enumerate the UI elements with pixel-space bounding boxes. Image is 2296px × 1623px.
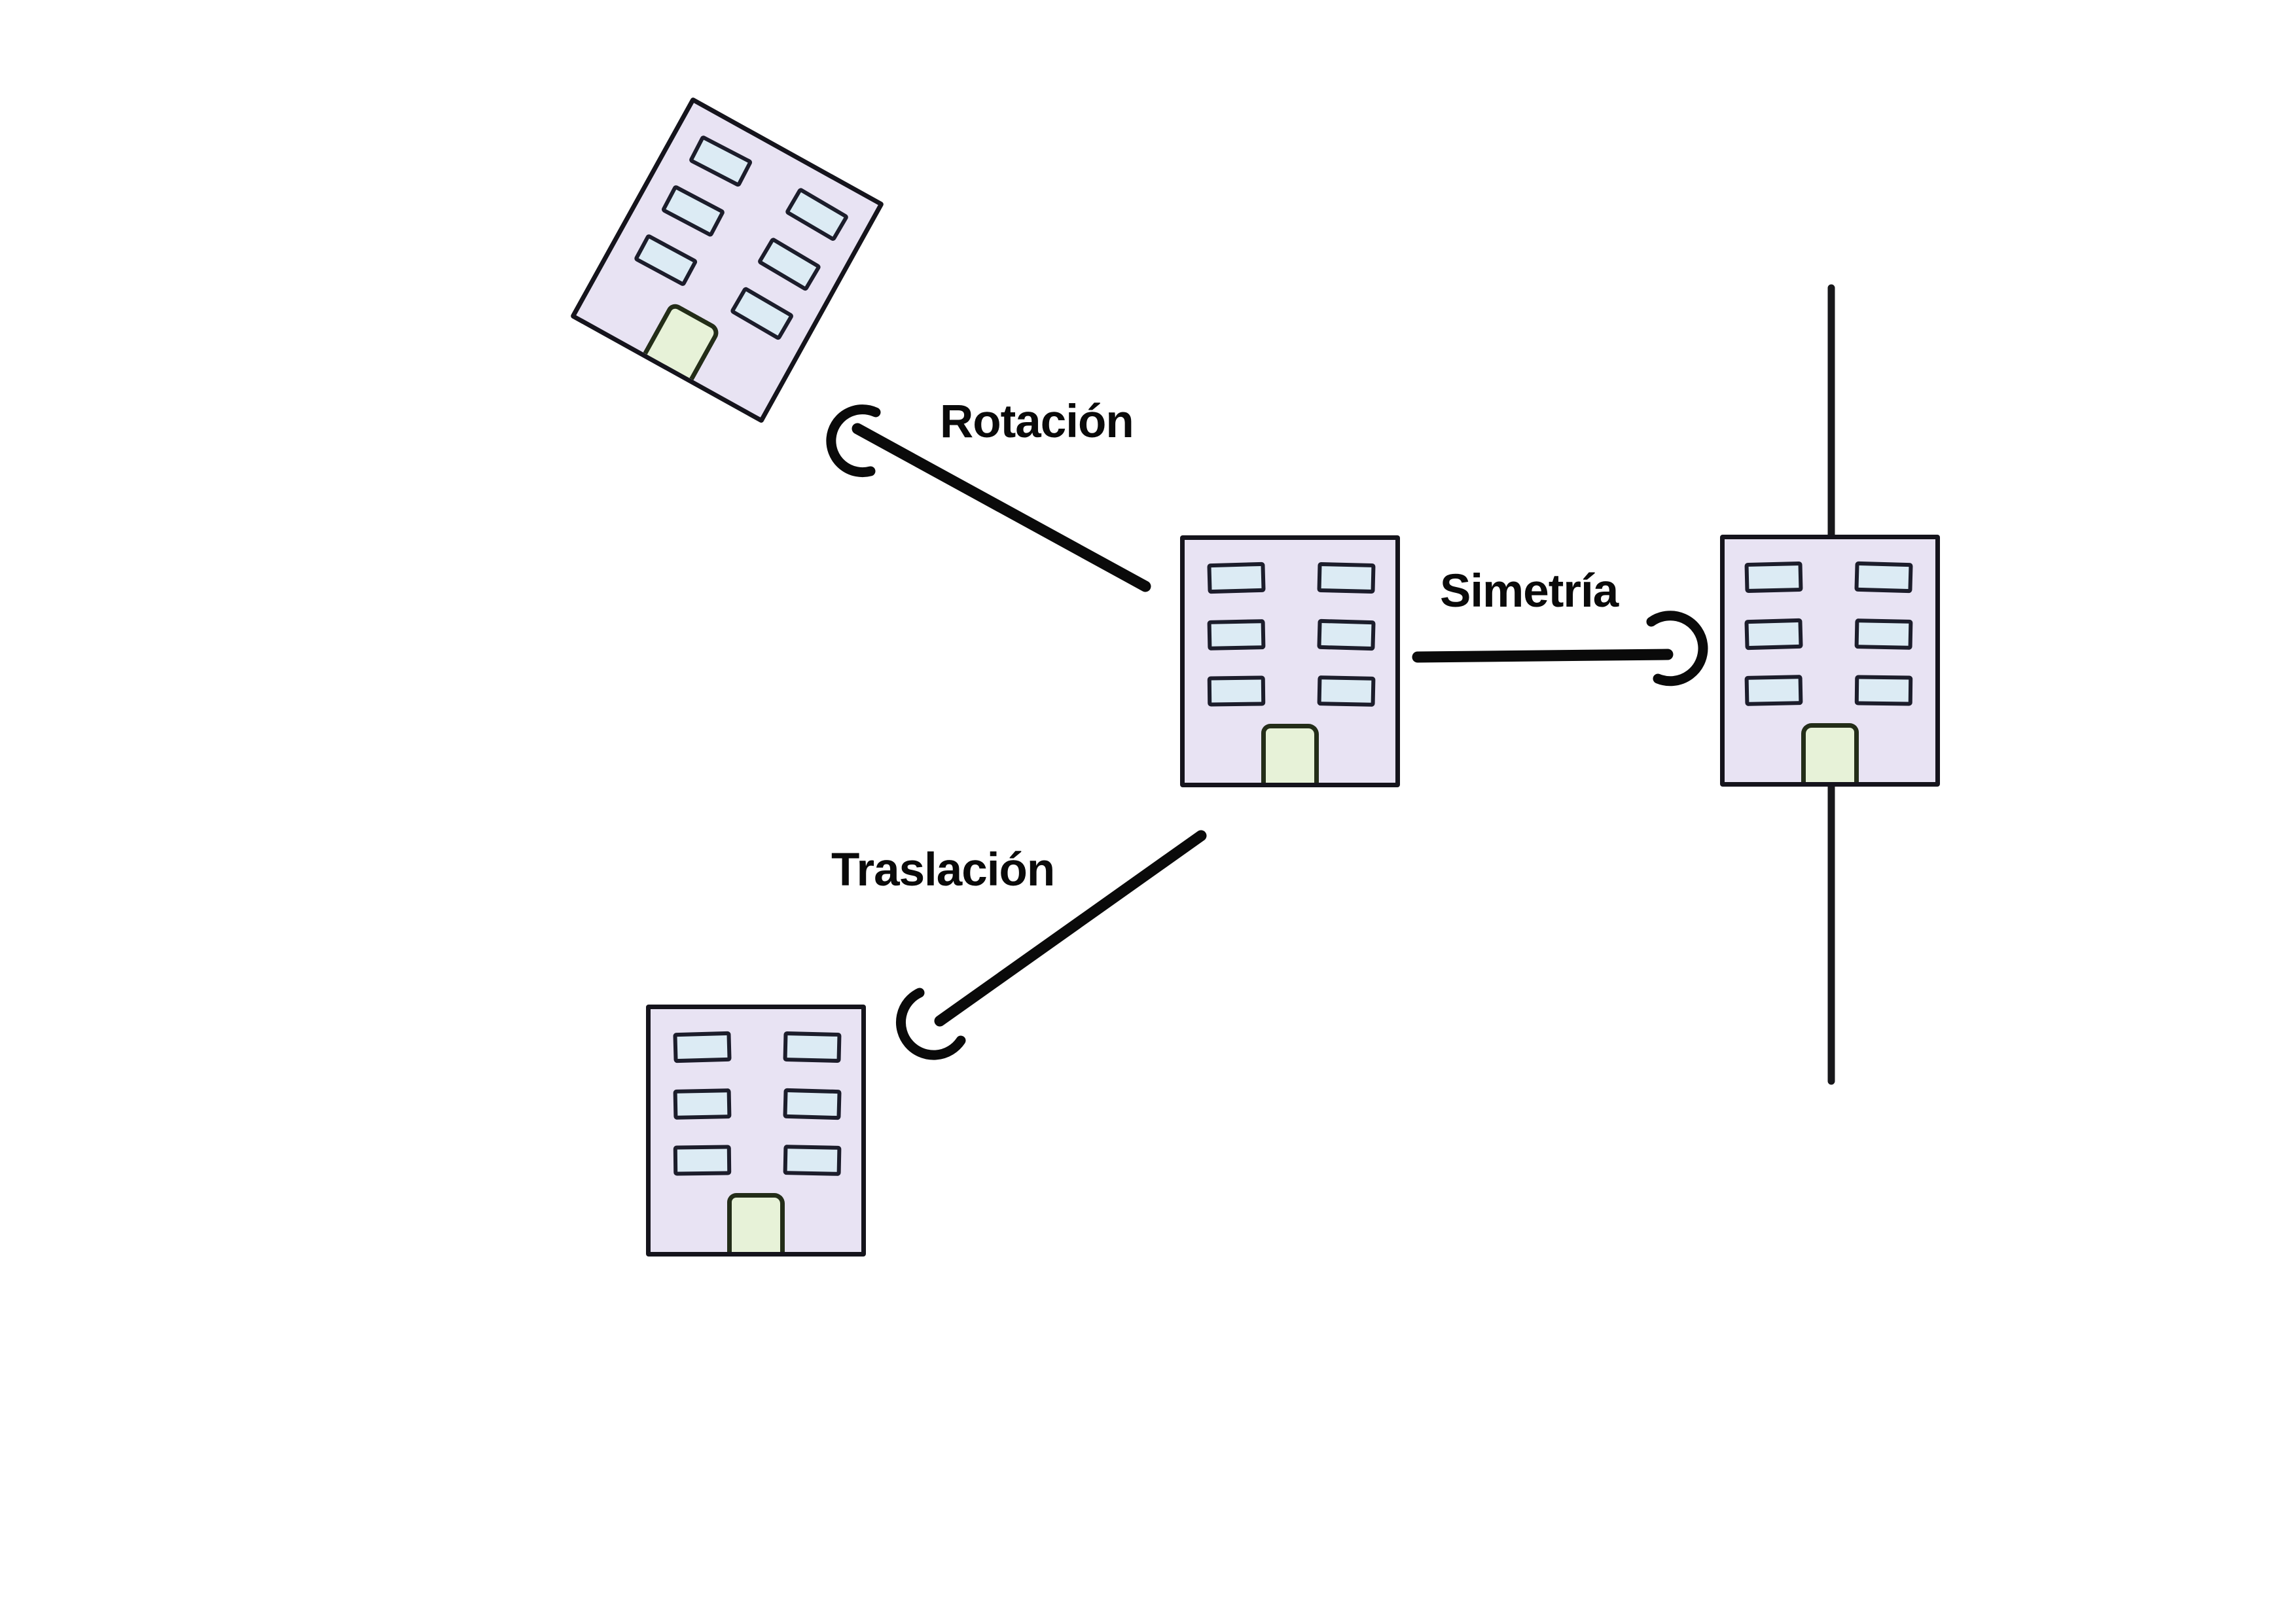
building-window (1744, 561, 1803, 594)
building-window (1854, 618, 1913, 650)
symmetry-label: Simetría (1440, 565, 1619, 617)
building-window (1317, 675, 1376, 707)
building-window (660, 184, 726, 238)
building-window (688, 134, 753, 188)
building-window (1207, 562, 1266, 594)
building-window (729, 285, 795, 341)
building-door (1801, 723, 1859, 782)
building-window (784, 187, 850, 242)
symmetry-arrow (1412, 611, 1708, 687)
building-window (673, 1088, 732, 1120)
building-window (1317, 562, 1376, 594)
building-window (1744, 675, 1803, 706)
translation-label: Traslación (831, 844, 1055, 896)
building-window (757, 236, 822, 292)
building-window (783, 1088, 842, 1120)
building-window (673, 1031, 732, 1063)
building-window (1207, 619, 1266, 651)
building-window (633, 233, 698, 287)
building-door (727, 1193, 785, 1252)
building-window (1207, 675, 1266, 707)
building-window (1744, 618, 1803, 651)
building-door (1261, 724, 1319, 783)
translated-building (646, 1005, 866, 1257)
building-window (673, 1145, 732, 1176)
building-window (1317, 618, 1376, 651)
original-building (1180, 535, 1400, 787)
building-window (1854, 675, 1913, 706)
building-window (783, 1145, 842, 1176)
building-window (783, 1031, 842, 1063)
mirrored-building (1720, 535, 1940, 787)
translation-arrow (895, 830, 1207, 1060)
rotation-label: Rotación (940, 396, 1134, 448)
rotation-arrow (826, 404, 1151, 592)
building-window (1854, 561, 1913, 594)
